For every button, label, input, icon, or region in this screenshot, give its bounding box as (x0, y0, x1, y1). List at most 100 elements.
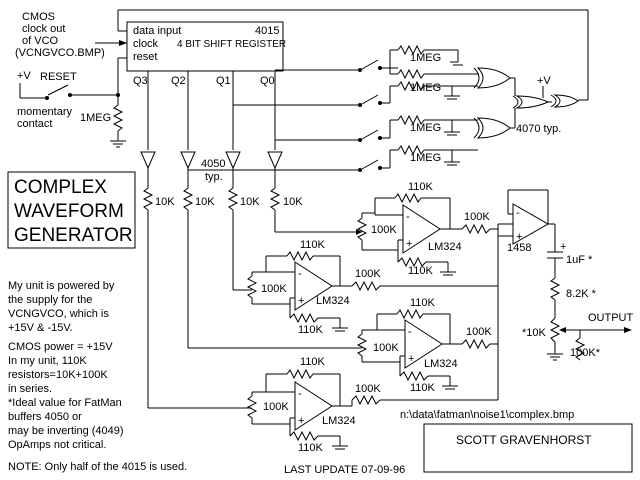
opamp-2-plus: + (298, 295, 304, 307)
chip-data-input-label: data input (133, 25, 181, 37)
title-line-0: COMPLEX (14, 177, 107, 198)
opamp-3-minus: - (408, 326, 412, 338)
last-update: LAST UPDATE 07-09-96 (284, 464, 405, 476)
title-line-2: GENERATOR (14, 225, 133, 246)
note-5: In my unit, 110K (8, 355, 87, 367)
note-half: NOTE: Only half of the 4015 is used. (8, 461, 187, 473)
note-11: OpAmps not critical. (8, 439, 106, 451)
opamp-1458-plus: + (516, 231, 522, 243)
buf-type-1: typ. (205, 171, 223, 183)
opamp-4 (294, 381, 333, 431)
opamp-3-r110k-bot: 110K (410, 382, 436, 394)
note-10: may be inverting (4049) (8, 425, 124, 437)
opamp-1458-minus: - (516, 207, 520, 219)
xor-gate-4 (553, 94, 579, 108)
opamp-1-label: LM324 (428, 241, 462, 253)
cap-plus: + (560, 241, 566, 253)
buffer-q2 (180, 151, 196, 170)
opamp-1-pot: 100K (371, 224, 397, 236)
sw-resistor-0: 1MEG (410, 52, 441, 64)
cap-label: 1uF * (566, 254, 593, 266)
opamp-1458-label: 1458 (507, 242, 531, 254)
chip-clock-label: clock (133, 38, 159, 50)
buffer-q0 (267, 151, 283, 170)
note-8: *Ideal value for FatMan (8, 397, 122, 409)
opamp-1 (402, 204, 441, 254)
reset-label: RESET (40, 71, 77, 83)
opamp-1-r110k-bot: 110K (408, 265, 434, 277)
note-4: CMOS power = +15V (8, 341, 113, 353)
pot10k-label: *10K (522, 327, 547, 339)
opamp-2-pot: 100K (261, 283, 287, 295)
note-0: My unit is powered by (8, 280, 115, 292)
opamp-1-minus: - (406, 211, 410, 223)
opamp-3-label: LM324 (424, 358, 458, 370)
chip-4015-label: 4015 (255, 25, 279, 37)
opamp-4-label: LM324 (322, 415, 356, 427)
q3-label: Q3 (133, 75, 148, 87)
shift-register-chip (126, 21, 284, 72)
opamp-2-minus: - (298, 268, 302, 280)
opamp-4-plus: + (298, 415, 304, 427)
title-box (7, 171, 136, 249)
opamp-3 (404, 319, 443, 369)
output-label: OUTPUT (588, 312, 634, 324)
r100k-star-label: 100K* (570, 347, 601, 359)
note-6: resistors=10K+100K (8, 369, 108, 381)
opamp-2-r110k-top: 110K (300, 239, 326, 251)
opamp-3-plus: + (408, 353, 414, 365)
opamp-4-r110k-bot: 110K (298, 442, 324, 454)
cmos-label-0: CMOS (22, 11, 55, 23)
opamp-4-pot: 100K (263, 401, 289, 413)
r10k-2: 10K (240, 196, 260, 208)
opamp-2-label: LM324 (316, 295, 350, 307)
note-9: buffers 4050 or (8, 411, 82, 423)
opamp-4-r110k-top: 110K (300, 356, 326, 368)
file-path: n:\data\fatman\noise1\complex.bmp (400, 409, 574, 421)
sw-resistor-1: 1MEG (410, 82, 441, 94)
cmos-label-2: of VCO (22, 35, 59, 47)
note-7: in series. (8, 383, 52, 395)
plus-v2-label: +V (537, 75, 551, 87)
opamp-1458 (512, 203, 550, 245)
xor-gate-1 (476, 67, 511, 89)
cmos-label-1: clock out (22, 23, 65, 35)
q1-label: Q1 (216, 75, 231, 87)
r10k-1: 10K (195, 196, 215, 208)
xor-gate-3 (515, 95, 550, 109)
sw-resistor-3: 1MEG (410, 152, 441, 164)
opamp-1-r100k-out: 100K (464, 211, 490, 223)
xor-type-label: 4070 typ. (516, 123, 561, 135)
note-2: VCNGVCO, which is (8, 308, 109, 320)
opamp-2-r110k-bot: 110K (298, 324, 324, 336)
opamp-2-r100k-out: 100K (355, 268, 381, 280)
buf-type-0: 4050 (201, 158, 225, 170)
r10k-0: 10K (155, 196, 175, 208)
opamp-2 (294, 261, 333, 311)
opamp-3-pot: 100K (373, 342, 399, 354)
q0-label: Q0 (260, 75, 275, 87)
opamp-3-r100k-out: 100K (466, 326, 492, 338)
opamp-4-minus: - (298, 388, 302, 400)
author-name: SCOTT GRAVENHORST (456, 433, 592, 447)
note-1: the supply for the (8, 294, 92, 306)
opamp-1-r110k-top: 110K (408, 181, 434, 193)
r82k-label: 8.2K * (566, 288, 597, 300)
plus-v-label: +V (17, 70, 31, 82)
title-line-1: WAVEFORM (14, 201, 124, 222)
reset-resistor-label: 1MEG (80, 112, 111, 124)
opamp-4-r100k-out: 100K (355, 383, 381, 395)
momentary-label-1: contact (17, 118, 52, 130)
author-box (423, 423, 633, 473)
chip-reset-label: reset (133, 51, 157, 63)
xor-gate-2 (476, 117, 511, 139)
momentary-label-0: momentary (17, 106, 73, 118)
opamp-3-r110k-top: 110K (410, 297, 436, 309)
buffer-q1 (225, 151, 241, 170)
chip-shift-label: 4 BIT SHIFT REGISTER (177, 39, 286, 50)
note-3: +15V & -15V. (8, 322, 73, 334)
buffer-q3 (140, 151, 156, 170)
q2-label: Q2 (171, 75, 186, 87)
cmos-label-3: (VCNGVCO.BMP) (15, 47, 105, 59)
sw-resistor-2: 1MEG (410, 122, 441, 134)
